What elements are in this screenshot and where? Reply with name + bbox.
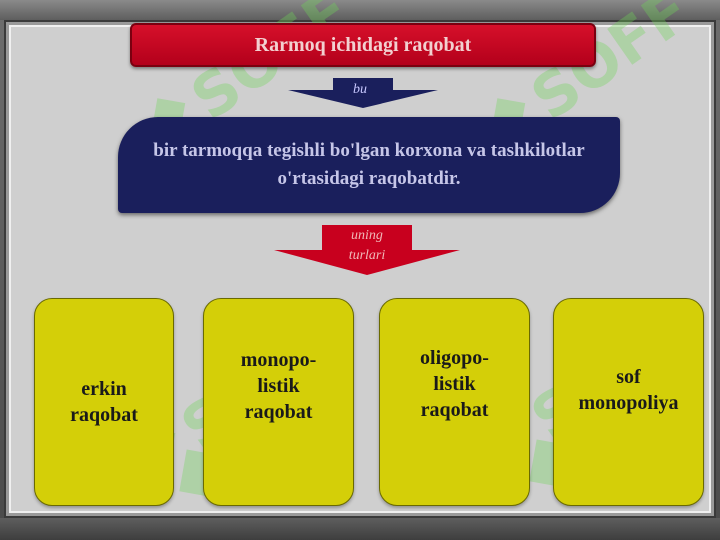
type-label: erkin raqobat: [70, 378, 138, 426]
arrow-middle-label: uning turlari: [348, 228, 386, 263]
down-arrow-red: [274, 225, 460, 275]
bottom-bar: [0, 518, 720, 540]
arrow-top-label: bu: [353, 82, 367, 97]
down-arrow-blue: [288, 78, 438, 108]
type-label: monopo- listik raqobat: [240, 349, 317, 423]
type-box-sof-monopoliya: sof monopoliya: [553, 298, 704, 506]
type-box-monopolistik: monopo- listik raqobat: [203, 298, 354, 506]
type-label: oligopo- listik raqobat: [420, 347, 489, 421]
type-label: sof monopoliya: [578, 366, 679, 414]
definition-box: bir tarmoqqa tegishli bo'lgan korxona va…: [118, 117, 620, 213]
top-bar: [0, 0, 720, 20]
type-box-oligopolistik: oligopo- listik raqobat: [379, 298, 530, 506]
definition-text: bir tarmoqqa tegishli bo'lgan korxona va…: [153, 140, 585, 189]
title-text: Rarmoq ichidagi raqobat: [254, 33, 472, 56]
type-box-erkin: erkin raqobat: [34, 298, 174, 506]
title-box: Rarmoq ichidagi raqobat: [130, 23, 596, 67]
